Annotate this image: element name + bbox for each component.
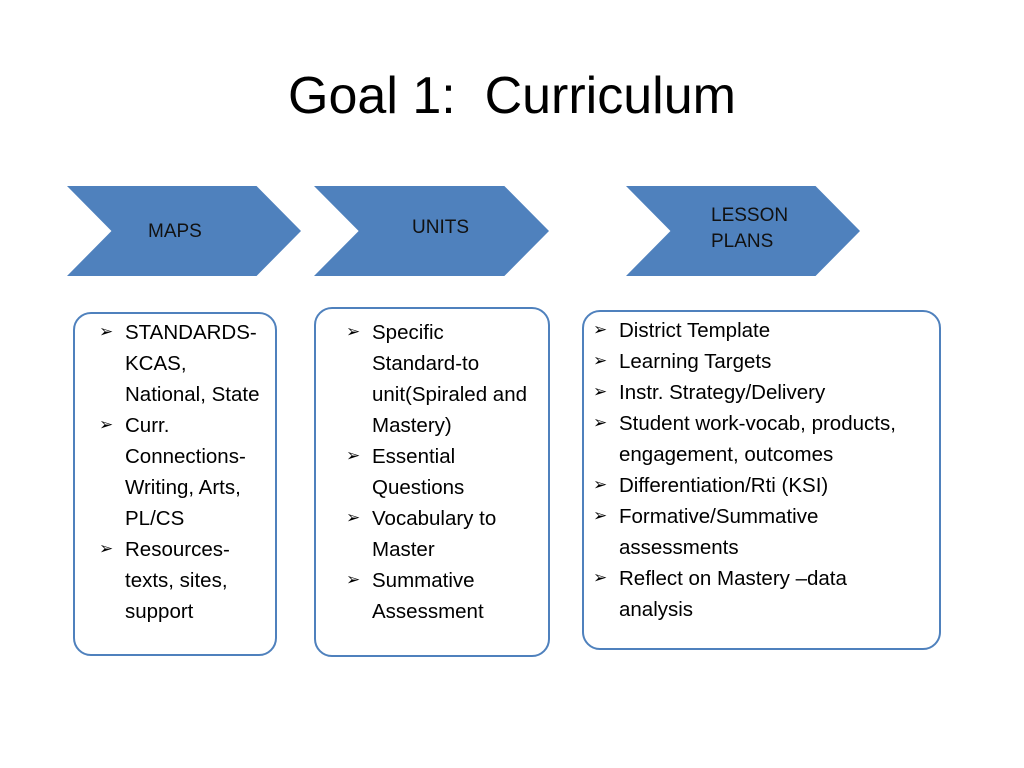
list-item: ➢Learning Targets (589, 346, 907, 377)
maps-box: ➢STANDARDS-KCAS, National, State ➢Curr. … (73, 312, 277, 656)
slide-title: Goal 1: Curriculum (288, 67, 736, 125)
arrowhead-bullet-icon: ➢ (99, 539, 114, 559)
maps-list: ➢STANDARDS-KCAS, National, State ➢Curr. … (95, 317, 273, 627)
arrowhead-bullet-icon: ➢ (593, 568, 608, 588)
list-item: ➢Differentiation/Rti (KSI) (589, 470, 907, 501)
arrowhead-bullet-icon: ➢ (593, 320, 608, 340)
units-list: ➢Specific Standard-to unit(Spiraled and … (342, 317, 537, 627)
list-item: ➢Essential Questions (342, 441, 537, 503)
arrowhead-bullet-icon: ➢ (346, 446, 361, 466)
list-item: ➢Vocabulary to Master (342, 503, 537, 565)
arrowhead-bullet-icon: ➢ (99, 322, 114, 342)
arrowhead-bullet-icon: ➢ (593, 351, 608, 371)
list-item: ➢Formative/Summative assessments (589, 501, 907, 563)
units-box: ➢Specific Standard-to unit(Spiraled and … (314, 307, 550, 657)
list-item: ➢STANDARDS-KCAS, National, State (95, 317, 273, 410)
arrowhead-bullet-icon: ➢ (99, 415, 114, 435)
list-item: ➢Reflect on Mastery –data analysis (589, 563, 907, 625)
arrowhead-bullet-icon: ➢ (346, 570, 361, 590)
arrowhead-bullet-icon: ➢ (593, 382, 608, 402)
chevron-label-units: UNITS (412, 217, 469, 238)
list-item: ➢Student work-vocab, products, engagemen… (589, 408, 907, 470)
arrowhead-bullet-icon: ➢ (346, 322, 361, 342)
list-item: ➢Summative Assessment (342, 565, 537, 627)
arrowhead-bullet-icon: ➢ (346, 508, 361, 528)
lesson-plans-list: ➢District Template ➢Learning Targets ➢In… (589, 315, 907, 625)
list-item: ➢Curr. Connections-Writing, Arts, PL/CS (95, 410, 273, 534)
list-item: ➢Specific Standard-to unit(Spiraled and … (342, 317, 537, 441)
list-item: ➢Resources-texts, sites, support (95, 534, 273, 627)
arrowhead-bullet-icon: ➢ (593, 506, 608, 526)
arrowhead-bullet-icon: ➢ (593, 475, 608, 495)
arrowhead-bullet-icon: ➢ (593, 413, 608, 433)
list-item: ➢Instr. Strategy/Delivery (589, 377, 907, 408)
chevron-label-lesson-plans: LESSON PLANS (711, 205, 789, 252)
list-item: ➢District Template (589, 315, 907, 346)
chevron-label-maps: MAPS (148, 221, 202, 242)
lesson-plans-box: ➢District Template ➢Learning Targets ➢In… (582, 310, 941, 650)
